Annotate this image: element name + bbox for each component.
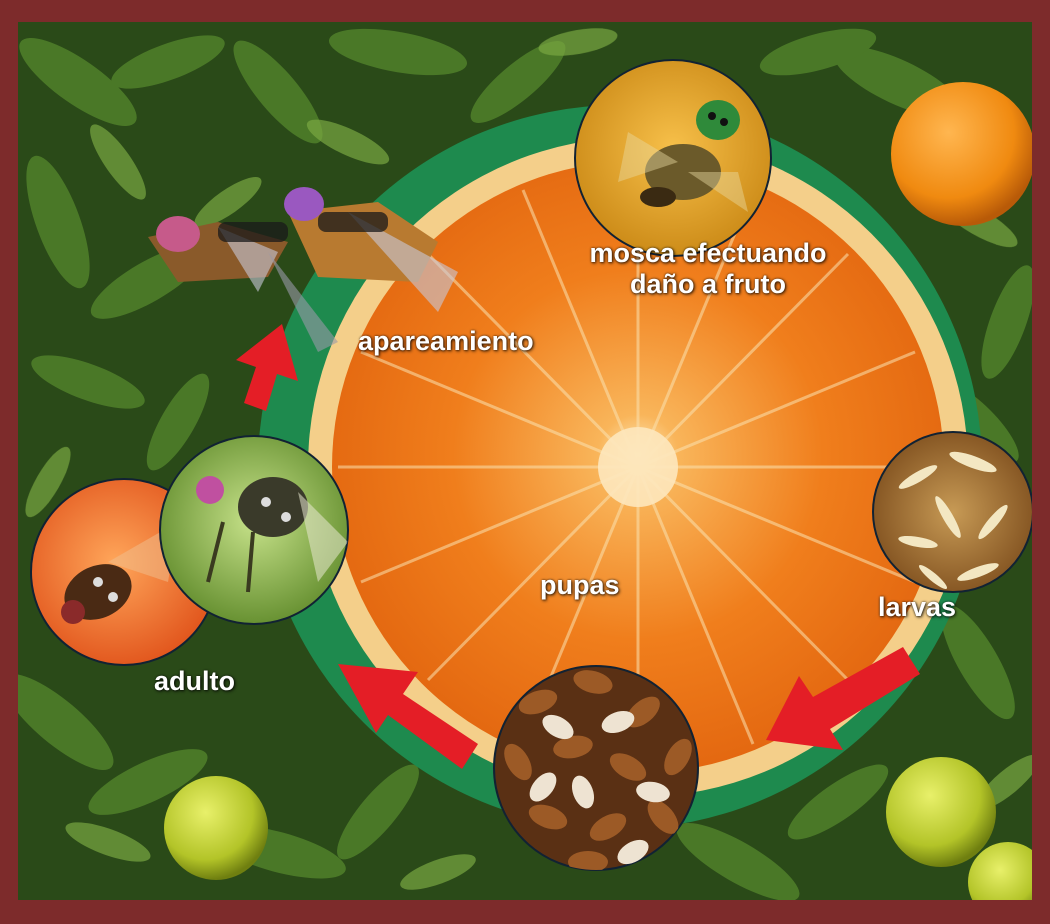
life-cycle-scene: mosca efectuando daño a fruto apareamien… [18, 22, 1032, 900]
label-damage-line2: daño a fruto [548, 269, 868, 300]
green-fruit-bottom-left [164, 776, 268, 880]
orange-fruit-top-right [891, 82, 1032, 226]
stage-larvae-photo [873, 432, 1032, 592]
label-damage-line1: mosca efectuando [548, 238, 868, 269]
stage-damage-photo [575, 60, 771, 256]
stage-pupae-photo [494, 666, 698, 873]
label-pupae: pupas [540, 570, 620, 601]
life-cycle-illustration [18, 22, 1032, 900]
label-damage: mosca efectuando daño a fruto [548, 238, 868, 300]
stage-adult-photo-green [160, 436, 348, 624]
green-fruit-bottom-right [886, 757, 996, 867]
label-adult: adulto [154, 666, 235, 697]
label-mating: apareamiento [358, 326, 534, 357]
label-larvae: larvas [878, 592, 956, 623]
